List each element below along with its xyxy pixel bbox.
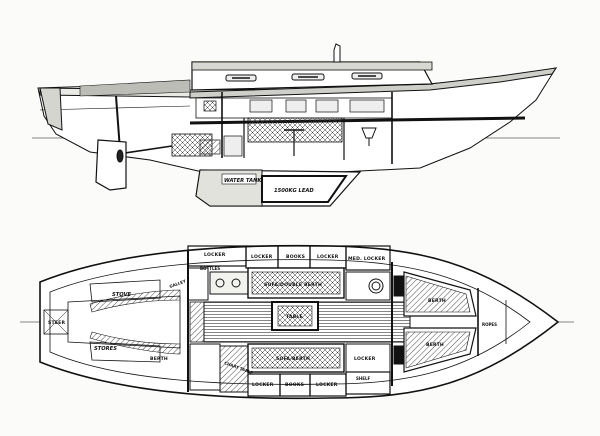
locker-label: LOCKER bbox=[251, 254, 273, 260]
fwd-berth-label-top: BERTH bbox=[428, 298, 446, 304]
books-label: BOOKS bbox=[286, 254, 305, 260]
aft-berth-label: BERTH bbox=[150, 356, 168, 362]
stove-label: STOVE bbox=[112, 292, 132, 298]
water-tank-label: WATER TANK bbox=[224, 178, 262, 184]
books-label: BOOKS bbox=[285, 382, 304, 388]
hull-plan-inner bbox=[49, 259, 531, 385]
locker-label: LOCKER bbox=[317, 254, 339, 260]
plan-view bbox=[20, 244, 574, 400]
table-label: TABLE bbox=[286, 314, 303, 320]
sofa-double-berth-label: SOFA/DOUBLE BERTH bbox=[264, 282, 322, 288]
med-locker-label: MED. LOCKER bbox=[348, 256, 386, 262]
rudder bbox=[95, 139, 127, 191]
sofa-berth-label: SOFA/BERTH bbox=[276, 356, 310, 362]
engine bbox=[171, 133, 213, 157]
galley-label: GALLEY bbox=[169, 278, 187, 289]
stores-label: STORES bbox=[94, 346, 117, 352]
propeller bbox=[116, 149, 124, 163]
fwd-berth-label-bottom: BERTH bbox=[426, 342, 444, 348]
shelf-label: SHELF bbox=[356, 376, 371, 381]
locker-labels-top: LOCKER LOCKER BOOKS LOCKER MED. LOCKER bbox=[204, 252, 386, 262]
locker-label: LOCKER bbox=[316, 382, 338, 388]
profile-view bbox=[32, 43, 560, 207]
locker-label: LOCKER bbox=[204, 252, 226, 258]
locker-label: LOCKER bbox=[252, 382, 274, 388]
bottles-label: BOTTLES bbox=[200, 266, 220, 271]
locker-labels-bottom: LOCKER BOOKS LOCKER bbox=[252, 382, 338, 388]
mast-step bbox=[333, 43, 341, 63]
ballast-label: 1500KG LEAD bbox=[274, 188, 314, 194]
ropes-label: ROPES bbox=[482, 322, 497, 327]
steer-label: STEER bbox=[48, 320, 66, 326]
locker-label: LOCKER bbox=[354, 356, 376, 362]
